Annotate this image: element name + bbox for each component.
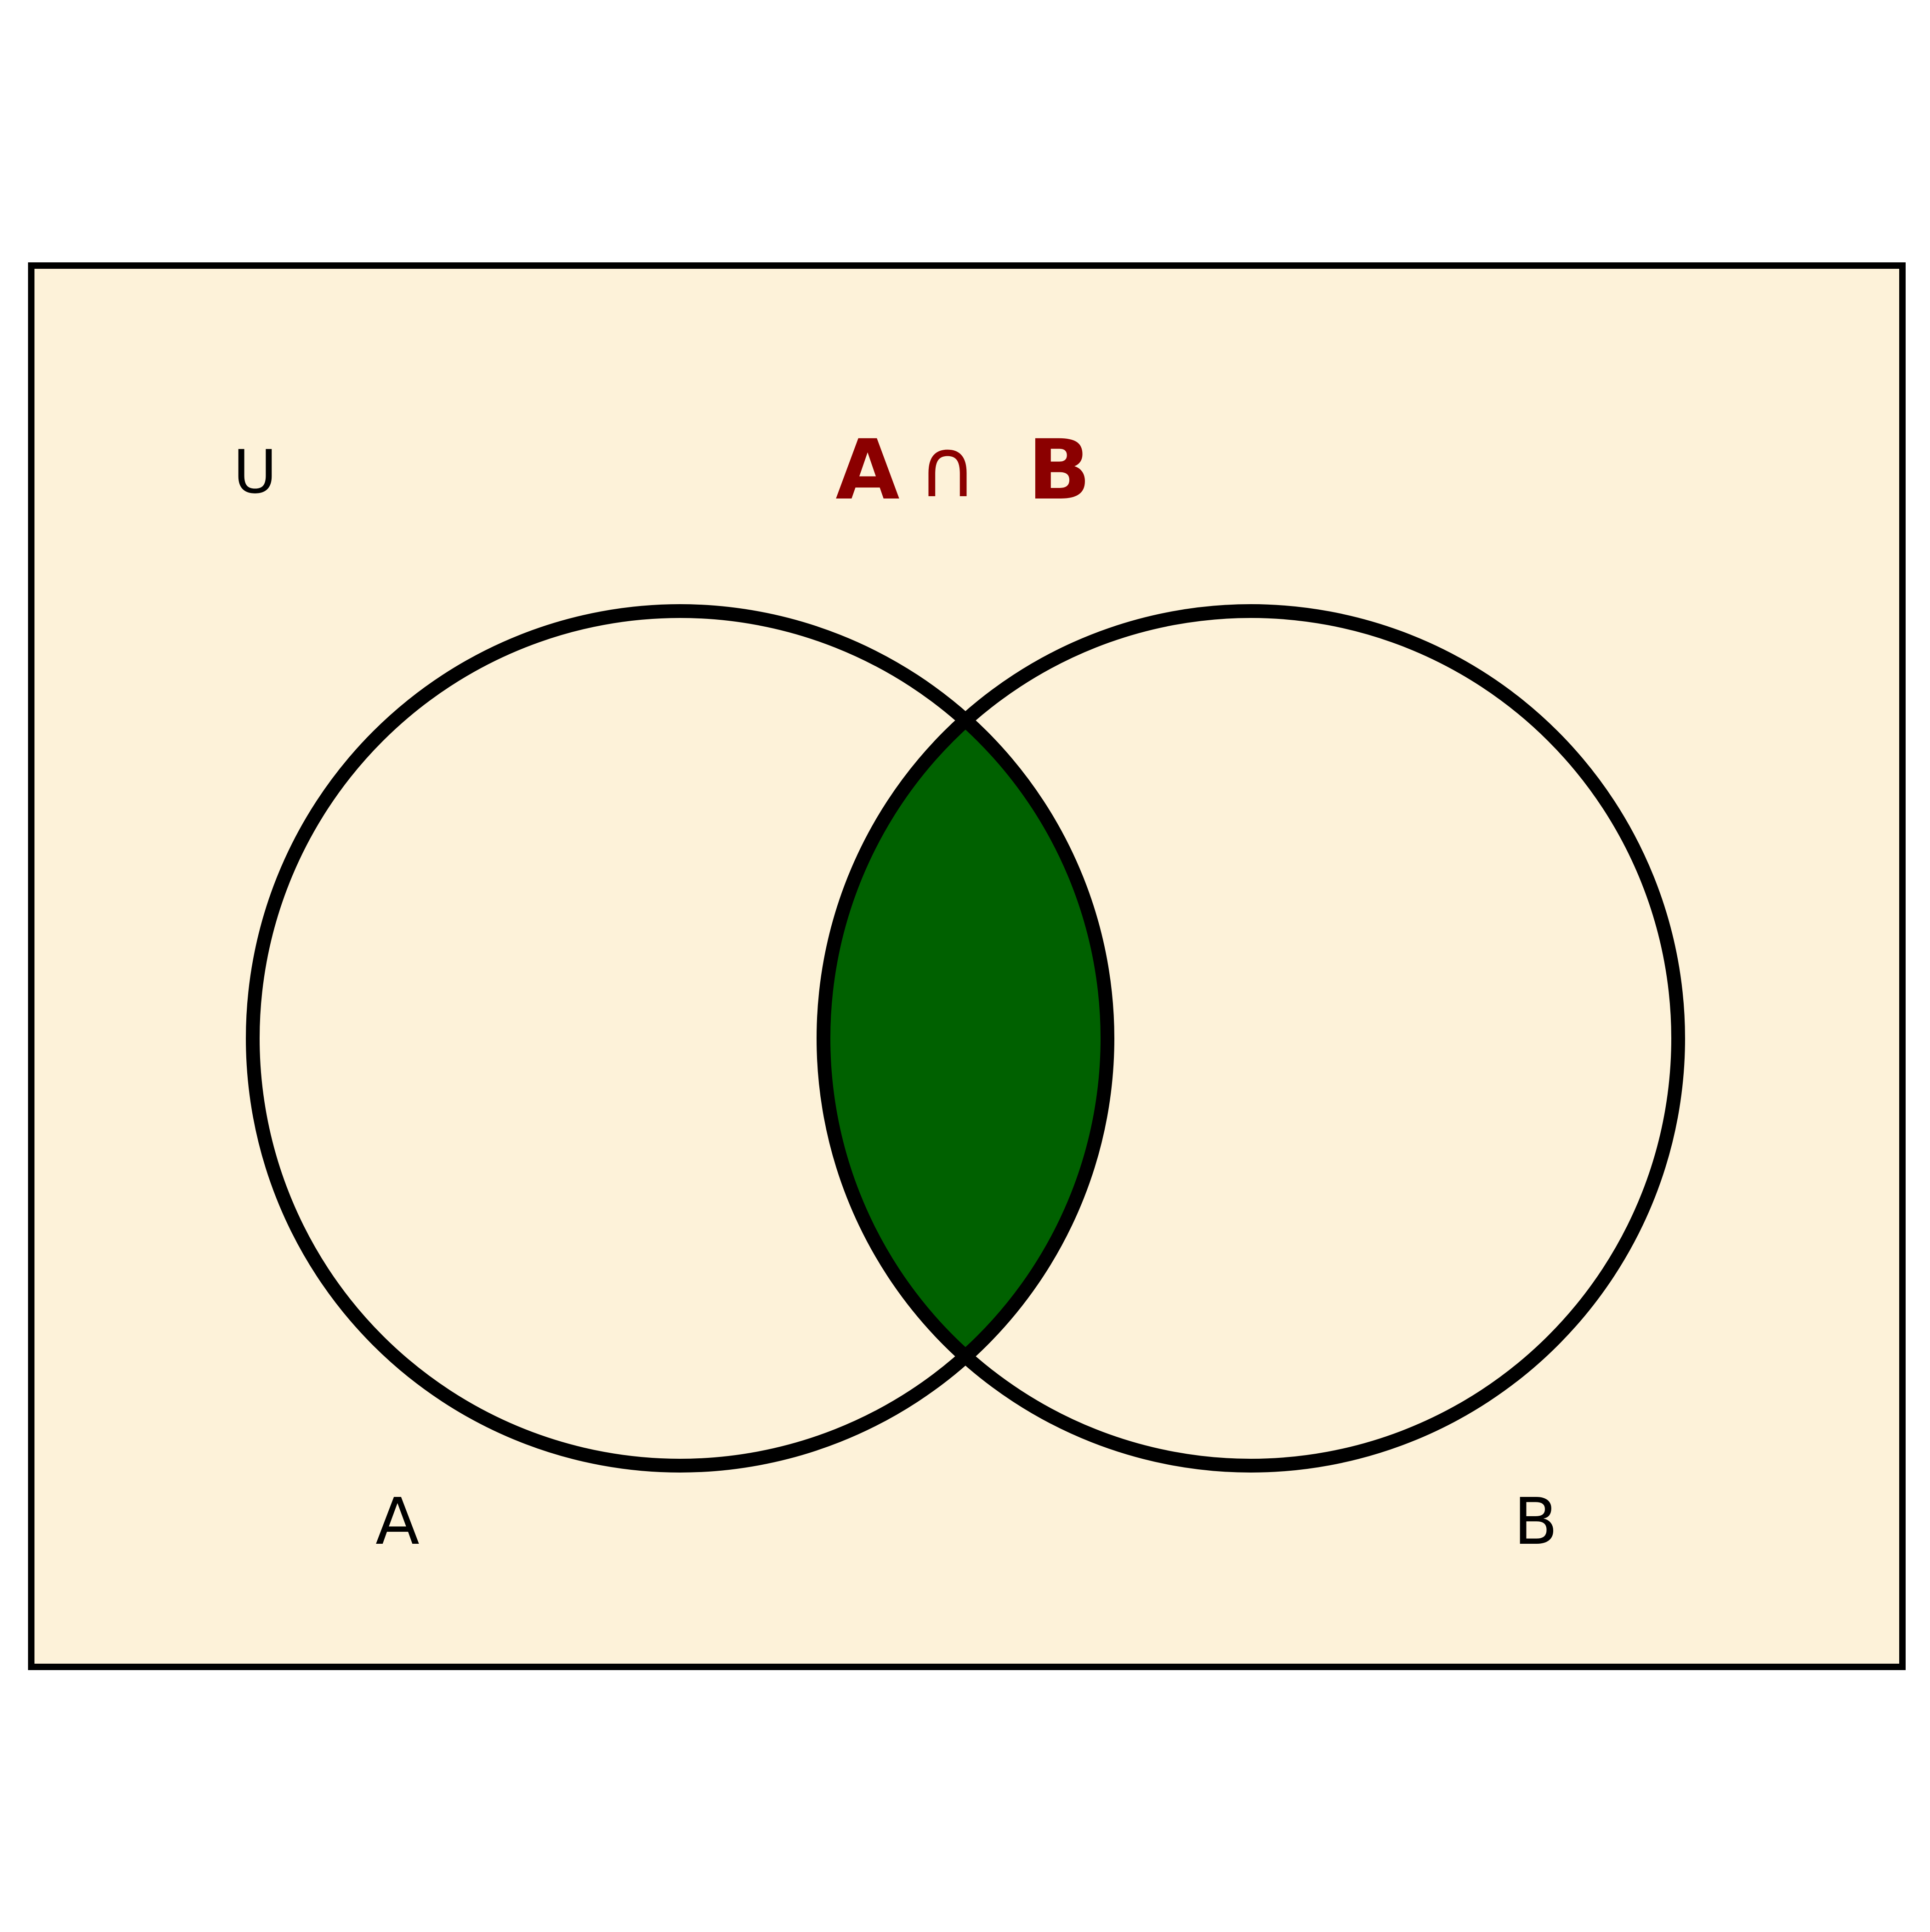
set-a-label: A [375, 1484, 420, 1559]
universe-label: U [233, 437, 277, 507]
set-b-label: B [1514, 1484, 1558, 1559]
title-set-b: B [1027, 422, 1090, 518]
title-set-a: A [835, 422, 899, 518]
title-intersection-operator: ∩ [918, 422, 977, 516]
set-b-circle [817, 604, 1685, 1473]
intersection-region [823, 611, 1107, 1466]
set-a-circle [246, 604, 1114, 1473]
